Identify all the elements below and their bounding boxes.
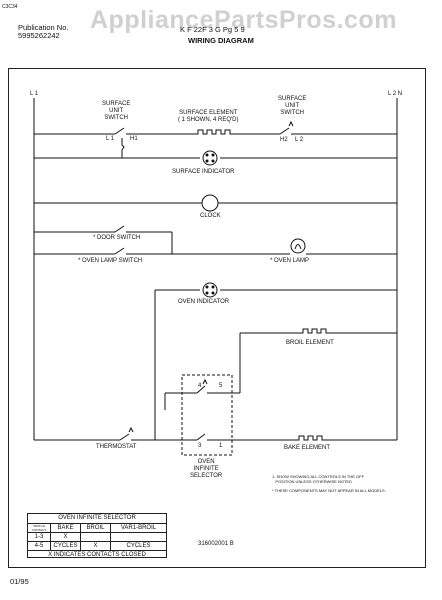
- oven-infinite-selector-box: [164, 374, 233, 456]
- diagram-frame: [8, 68, 426, 568]
- clock-label: CLOCK: [200, 213, 221, 219]
- clock-symbol: [201, 194, 219, 212]
- l1-terminal-label: L 1: [106, 136, 115, 142]
- broil-element-label: BROIL ELEMENT: [286, 340, 334, 346]
- broil-circuit: [225, 328, 397, 394]
- selector-table-row: 4-5 CYCLES X CYCLES: [28, 541, 166, 551]
- row2-bake: CYCLES: [50, 542, 80, 551]
- selector-table-header-row: SWITCH CONTACT BAKE BROIL VAR1-BROIL: [28, 523, 166, 533]
- l2-terminal-label: L 2: [295, 137, 304, 143]
- l1-label: L 1: [30, 91, 39, 97]
- h1-terminal-label: H1: [130, 136, 138, 142]
- row2-contact: 4-5: [34, 543, 44, 549]
- surface-unit-switch-left-label: SURFACE UNIT SWITCH: [102, 101, 131, 121]
- row1-var1-broil: [110, 533, 166, 542]
- watermark: AppliancePartsPros.com: [90, 6, 397, 34]
- publication-label: Publication No.: [18, 23, 69, 32]
- l2n-label: L 2 N: [388, 91, 403, 97]
- selector-table-title-row: OVEN INFINITE SELECTOR: [28, 514, 166, 523]
- bake-circuit: [34, 426, 397, 441]
- thermostat-label: THERMOSTAT: [96, 444, 137, 450]
- row2-var1-broil: CYCLES: [110, 542, 166, 551]
- selector-table-row: 1-3 X: [28, 532, 166, 542]
- oven-lamp-label: * OVEN LAMP: [270, 258, 310, 264]
- terminal-5: 5: [219, 383, 223, 389]
- row1-broil: [80, 533, 110, 542]
- surface-indicator-lamp: [202, 150, 218, 166]
- surface-unit-switch-right-label: SURFACE UNIT SWITCH: [278, 96, 307, 116]
- bake-element-label: BAKE ELEMENT: [284, 445, 331, 451]
- oven-infinite-selector-label: OVEN INFINITE SELECTOR: [190, 459, 223, 479]
- surface-circuit: [34, 120, 397, 166]
- drawing-number: 316002001 B: [198, 541, 234, 547]
- terminal-3: 3: [198, 443, 202, 449]
- selector-table-footer-row: X INDICATES CONTACTS CLOSED: [28, 550, 166, 559]
- diagram-title: WIRING DIAGRAM: [188, 36, 254, 45]
- header-broil: BROIL: [80, 524, 110, 533]
- broil-element-symbol: [300, 328, 330, 334]
- row1-bake: X: [50, 533, 80, 542]
- corner-mark: C3C34: [2, 4, 18, 10]
- note-1: 1. SHOW SHOWING ALL CONTROLS IN THE OFF …: [272, 474, 365, 484]
- oven-lamp-symbol: [290, 238, 306, 254]
- lamp-circuit: [34, 225, 397, 255]
- surface-indicator-label: SURFACE INDICATOR: [172, 169, 235, 175]
- oven-indicator-label: OVEN INDICATOR: [178, 299, 230, 305]
- clock-circuit: [34, 194, 397, 212]
- surface-element-symbol: [195, 129, 233, 135]
- row1-contact: 1-3: [34, 534, 44, 540]
- h2-terminal-label: H2: [280, 137, 288, 143]
- oven-lamp-switch-label: * OVEN LAMP SWITCH: [78, 258, 143, 264]
- selector-table-footer: X INDICATES CONTACTS CLOSED: [48, 552, 146, 558]
- bake-element-symbol: [296, 435, 326, 441]
- publication-number: 5995262242: [18, 31, 60, 40]
- door-switch-label: * DOOR SWITCH: [93, 235, 141, 241]
- model-number: K F 22F 3 G Pg 5 9: [180, 25, 245, 34]
- oven-indicator-lamp: [202, 282, 218, 298]
- selector-table-title: OVEN INFINITE SELECTOR: [58, 515, 136, 521]
- selector-table: OVEN INFINITE SELECTOR SWITCH CONTACT BA…: [27, 513, 167, 558]
- header-bake: BAKE: [50, 524, 80, 533]
- oven-indicator-circuit: [154, 282, 397, 440]
- terminal-1: 1: [219, 443, 223, 449]
- row2-broil: X: [80, 542, 110, 551]
- header-var1-broil: VAR1-BROIL: [110, 524, 166, 533]
- date-label: 01/95: [10, 577, 29, 586]
- surface-element-label: SURFACE ELEMENT ( 1 SHOWN, 4 REQ'D): [178, 110, 239, 123]
- header-switch-contact: SWITCH CONTACT: [31, 524, 47, 532]
- note-2: * THESE COMPONENTS MAY NOT APPEAR IN ALL…: [272, 488, 386, 493]
- terminal-4: 4: [198, 383, 202, 389]
